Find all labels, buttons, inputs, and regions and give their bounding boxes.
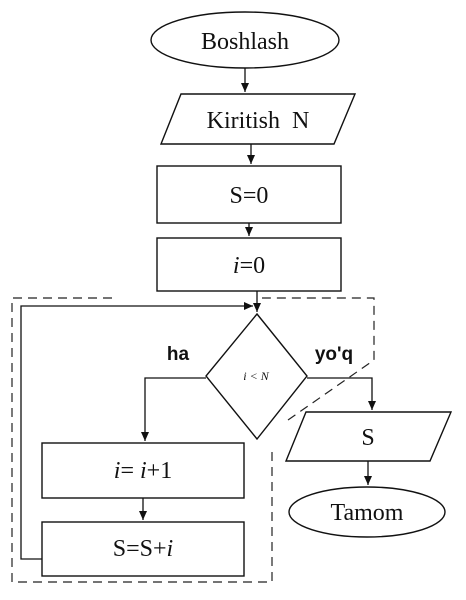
i-init-var: i [233, 253, 240, 279]
branch-no-label: yo'q [315, 344, 353, 365]
accumulate-prefix: S=S+ [113, 536, 167, 562]
input-label: Kiritish N [207, 108, 310, 134]
arrow-loop-back [20, 302, 253, 560]
accumulate-label: S=S+i [113, 536, 173, 562]
output-label: S [361, 425, 374, 451]
condition-node: i < N [205, 312, 308, 441]
start-label: Boshlash [201, 29, 289, 55]
branch-yes-label: ha [167, 344, 190, 365]
increment-mid: = [120, 458, 140, 484]
increment-rest: +1 [147, 458, 173, 484]
input-node: Kiritish N [159, 93, 357, 145]
increment-var2: i [140, 458, 147, 484]
accumulate-node: S=S+i [41, 521, 245, 577]
loop-region-frame [11, 297, 375, 583]
increment-node: i= i+1 [41, 442, 245, 499]
arrow-yes-to-increment [141, 377, 206, 441]
end-label: Tamom [331, 500, 404, 526]
increment-label: i= i+1 [114, 458, 172, 484]
condition-label: i < N [243, 369, 269, 383]
accumulate-var: i [167, 536, 174, 562]
s-init-node: S=0 [156, 165, 342, 224]
i-init-label: i=0 [233, 253, 265, 279]
start-node: Boshlash [150, 11, 340, 69]
end-node: Tamom [288, 486, 446, 538]
arrow-no-to-output [307, 377, 376, 410]
output-node: S [284, 411, 453, 462]
s-init-label: S=0 [230, 183, 269, 209]
i-init-rest: =0 [240, 253, 266, 279]
increment-var: i [114, 458, 121, 484]
i-init-node: i=0 [156, 237, 342, 292]
